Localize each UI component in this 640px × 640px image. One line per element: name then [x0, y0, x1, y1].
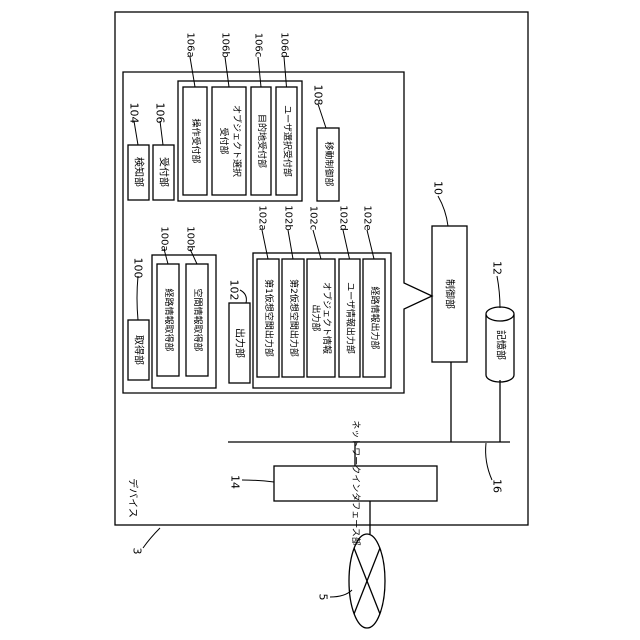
output-sub-ref-102d: 102d [338, 205, 349, 230]
output-sub-ref-leader-102a [262, 230, 268, 259]
output-sub-label-102b: 第2仮想空間出力部 [288, 279, 300, 357]
network-ref: 5 [317, 594, 330, 601]
network-interface-ref-leader [242, 480, 274, 482]
reception-sub-label-106a: 操作受付部 [190, 118, 202, 163]
output-sub-ref-leader-102e [367, 230, 374, 259]
detection-ref: 104 [128, 103, 141, 124]
output-sub-label-102c-line2: 出力部 [310, 304, 322, 331]
output-sub-ref-leader-102c [313, 230, 321, 259]
reception-sub-label-106c: 目的地受付部 [256, 114, 268, 168]
network-interface-ref: 14 [229, 475, 242, 489]
storage-ref-leader [497, 276, 500, 308]
network-interface-label: ネットワークインタフェース部 [350, 420, 362, 546]
output-sub-ref-102c: 102c [308, 206, 319, 231]
detection-ref-leader [134, 121, 138, 145]
storage-label: 記憶部 [495, 330, 508, 360]
reception-sub-ref-106c: 106c [253, 33, 264, 58]
bus-ref-leader [486, 443, 492, 480]
acquisition-sub-label-100b: 空間情報取得部 [192, 288, 204, 351]
acquisition-sub-label-100a: 経路情報取得部 [163, 288, 175, 351]
acquisition-ref-leader [137, 276, 138, 320]
detection-label: 検知部 [133, 157, 146, 187]
storage-ref: 12 [491, 261, 504, 275]
output-sub-label-102e: 経路情報出力部 [369, 286, 381, 349]
reception-sub-ref-106b: 106b [220, 32, 231, 57]
reception-sub-label-106b-line2: 受付部 [218, 127, 230, 154]
acquisition-ref: 100 [132, 258, 145, 279]
output-sub-label-102d: ユーザ情報出力部 [345, 282, 357, 354]
acquisition-sub-ref-100b: 100b [185, 226, 196, 251]
reception-label: 受付部 [158, 157, 171, 187]
network-ref-leader [330, 590, 352, 597]
bus-ref: 16 [491, 479, 504, 493]
acquisition-label: 取得部 [133, 335, 146, 365]
output-sub-ref-102b: 102b [283, 205, 294, 230]
device-label: デバイス [127, 478, 140, 518]
reception-sub-ref-106d: 106d [279, 32, 290, 57]
controller-label: 制御部 [444, 279, 457, 309]
reception-sub-ref-106a: 106a [185, 32, 196, 57]
output-sub-label-102a: 第1仮想空間出力部 [263, 279, 275, 357]
output-sub-ref-leader-102d [343, 230, 350, 259]
movement-control-ref: 108 [312, 85, 325, 106]
controller-ref-leader [438, 196, 448, 226]
reception-ref: 106 [154, 103, 167, 124]
reception-sub-label-106d: ユーザ選択受付部 [282, 105, 294, 177]
controller-ref: 10 [432, 181, 445, 195]
movement-control-ref-leader [318, 104, 326, 128]
reception-ref-leader [160, 121, 163, 145]
device-ref-leader [143, 528, 160, 548]
movement-control-label: 移動制御部 [323, 141, 335, 186]
device-ref: 3 [131, 548, 144, 555]
output-sub-ref-leader-102b [288, 230, 293, 259]
output-sub-ref-102e: 102e [362, 205, 373, 230]
acquisition-sub-ref-100a: 100a [159, 226, 170, 251]
acquisition-group-frame [152, 255, 216, 388]
output-sub-ref-102a: 102a [257, 205, 268, 230]
output-sub-label-102c-line1: オブジェクト情報 [321, 282, 333, 354]
output-label: 出力部 [234, 328, 247, 358]
output-ref: 102 [228, 280, 241, 301]
reception-sub-label-106b-line1: オブジェクト選択 [231, 105, 243, 177]
